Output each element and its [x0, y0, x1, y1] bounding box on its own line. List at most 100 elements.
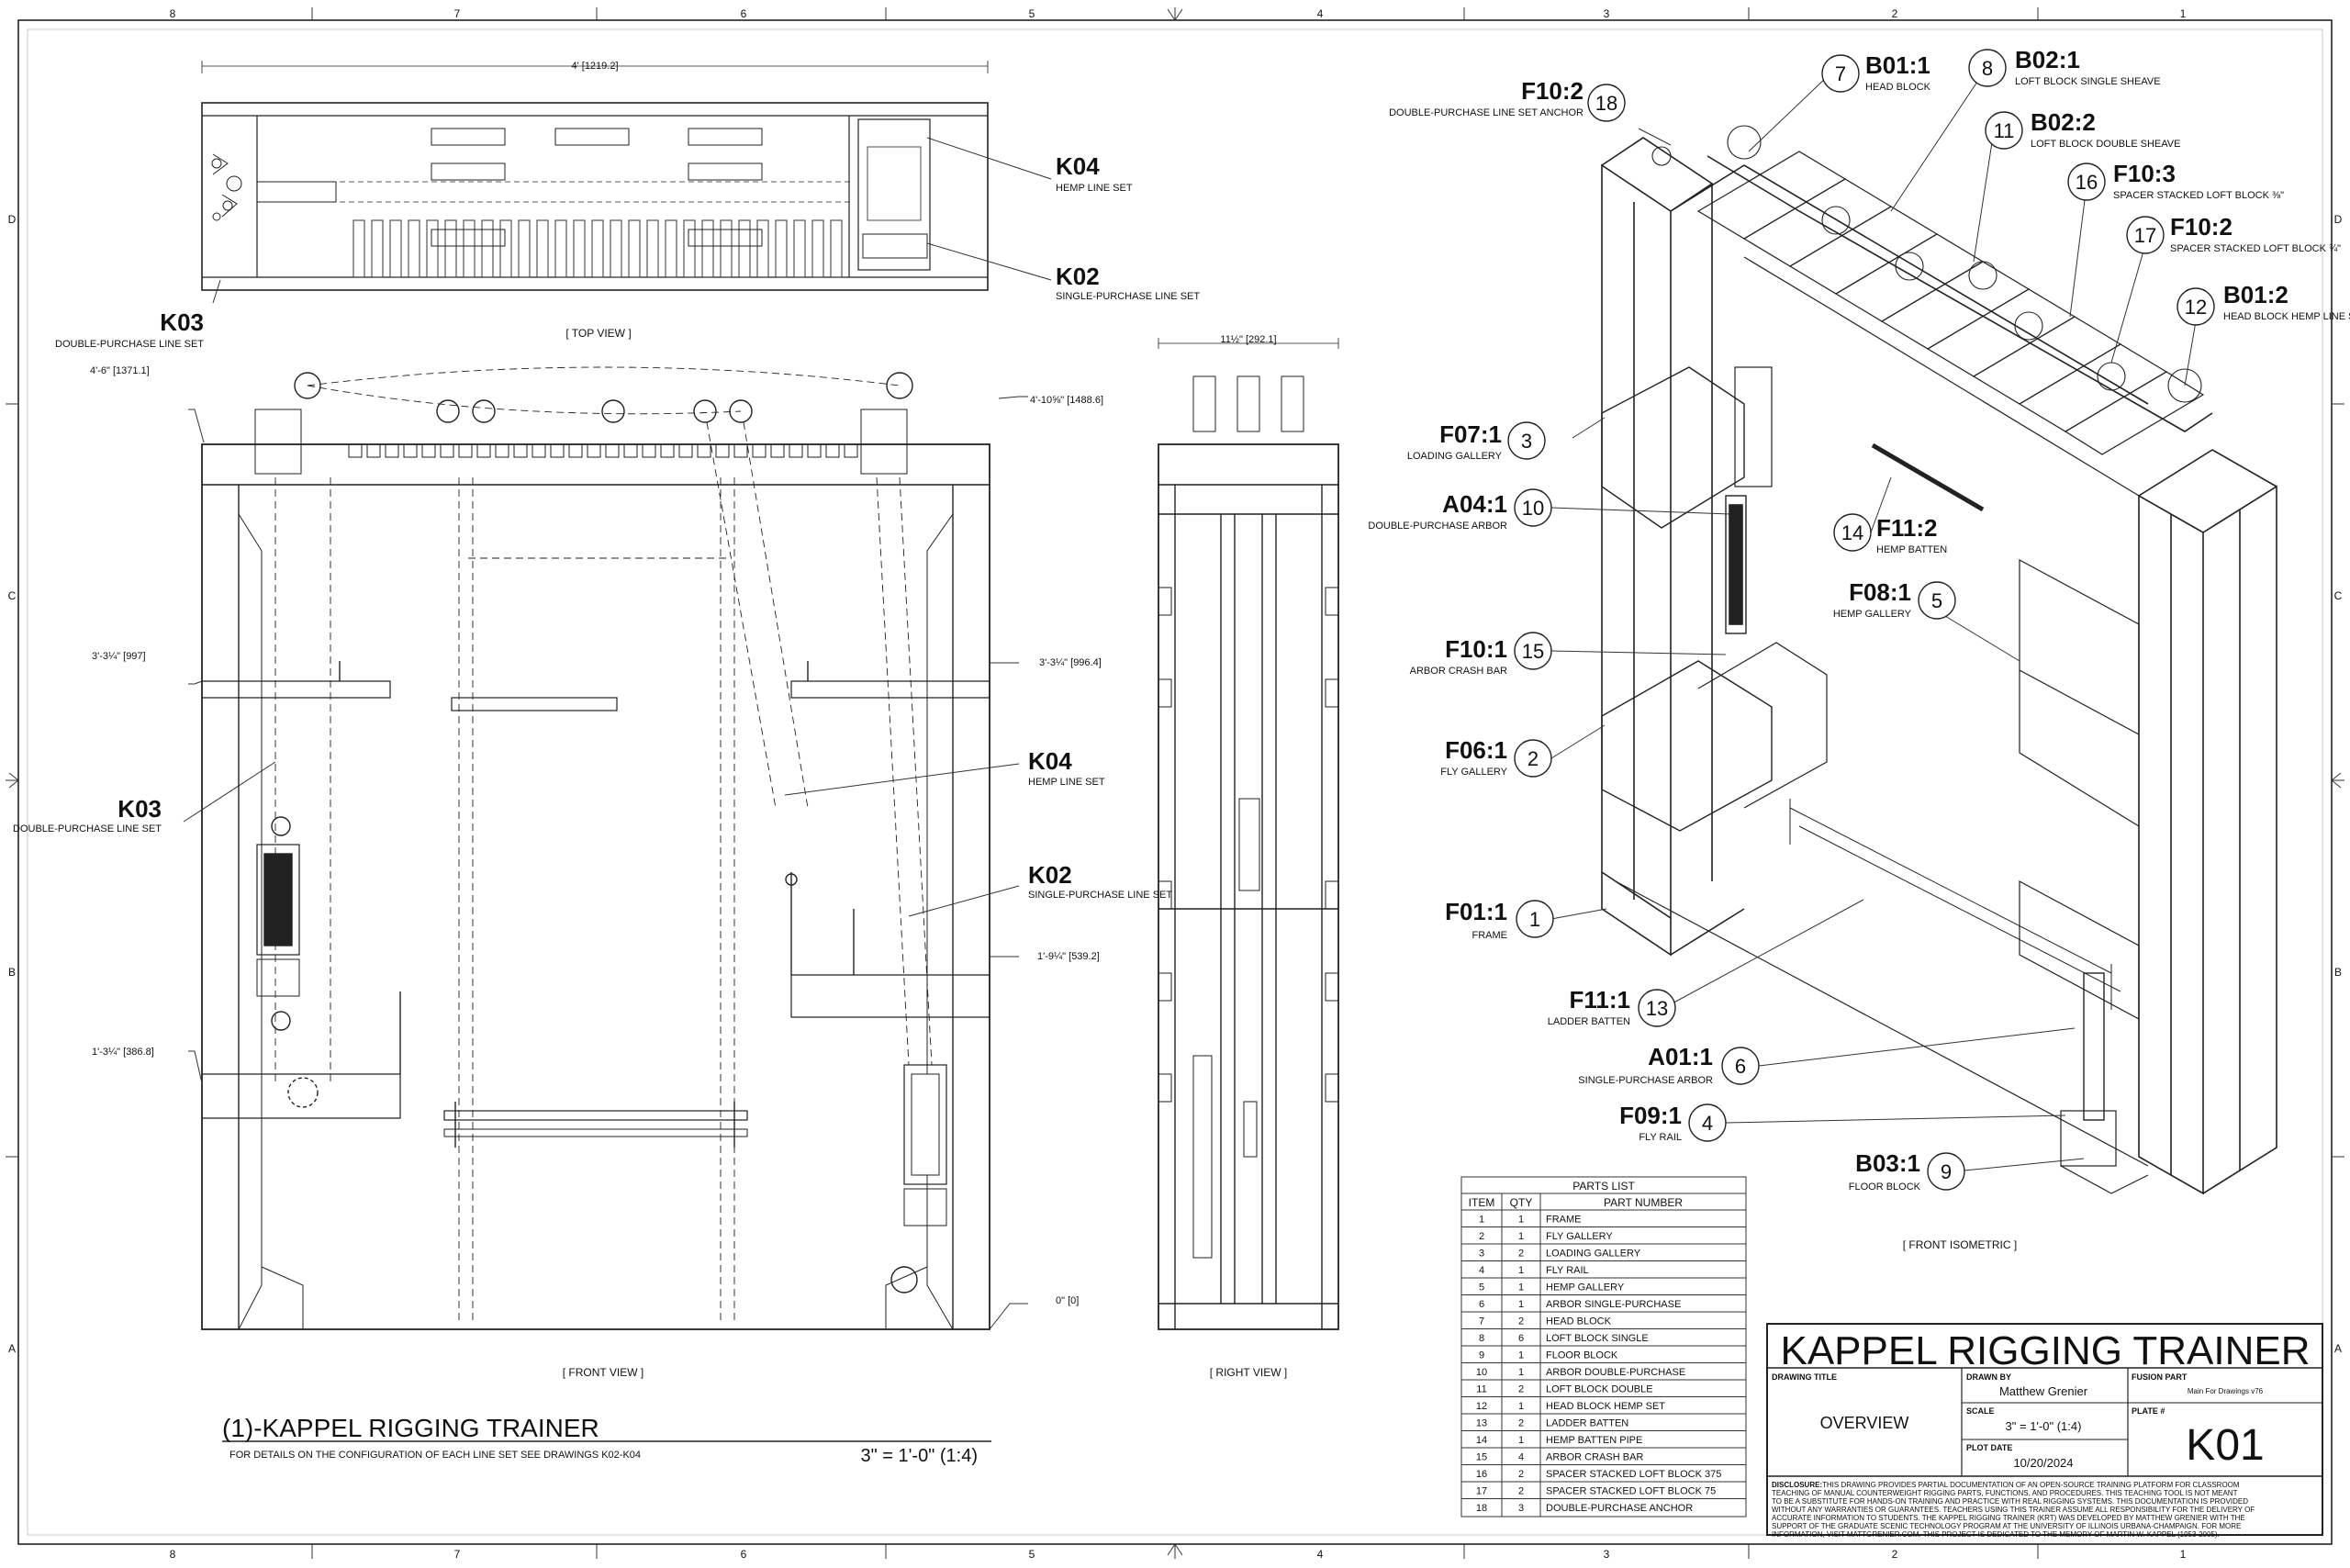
svg-text:11: 11	[1994, 119, 2015, 142]
parts-name: ARBOR SINGLE-PURCHASE	[1546, 1299, 1681, 1310]
svg-text:9: 9	[1941, 1160, 1952, 1183]
parts-list-text: PARTS LIST ITEM QTY PART NUMBER	[1469, 1180, 1684, 1209]
svg-text:B01:2: B01:2	[2223, 281, 2288, 308]
svg-text:DOUBLE-PURCHASE ARBOR: DOUBLE-PURCHASE ARBOR	[1368, 521, 1507, 532]
svg-text:SPACER STACKED LOFT BLOCK ⅜": SPACER STACKED LOFT BLOCK ⅜"	[2113, 190, 2284, 201]
svg-text:FLY GALLERY: FLY GALLERY	[1440, 767, 1507, 778]
top-view	[201, 61, 989, 291]
svg-text:F07:1: F07:1	[1439, 420, 1502, 448]
parts-name: LOFT BLOCK SINGLE	[1546, 1333, 1649, 1344]
parts-item-number: 7	[1479, 1316, 1484, 1327]
zone-col: 3	[1604, 7, 1610, 20]
scale-value: 3" = 1'-0" (1:4)	[2006, 1419, 2082, 1433]
parts-item-number: 2	[1479, 1231, 1484, 1242]
disclosure-line: TEACHING OF MANUAL COUNTERWEIGHT RIGGING…	[1772, 1489, 2238, 1497]
svg-text:B02:1: B02:1	[2015, 46, 2080, 73]
svg-text:B03:1: B03:1	[1855, 1149, 1920, 1177]
parts-name: HEMP GALLERY	[1546, 1282, 1625, 1294]
iso-callout: B03:1 FLOOR BLOCK 9	[1849, 1149, 1965, 1193]
title-block-text: KAPPEL RIGGING TRAINER DRAWING TITLE OVE…	[1772, 1328, 2311, 1539]
callout-code: K04	[1056, 152, 1100, 180]
iso-callouts: F10:2 DOUBLE-PURCHASE LINE SET ANCHOR 18…	[1368, 46, 2350, 1193]
front-view	[201, 366, 990, 1330]
disclosure-line: ACCURATE INFORMATION TO STUDENTS. THE KA…	[1772, 1514, 2245, 1522]
svg-text:A04:1: A04:1	[1442, 490, 1507, 518]
top-view-label: [ TOP VIEW ]	[565, 327, 631, 340]
parts-item-number: 4	[1479, 1265, 1484, 1276]
svg-text:7: 7	[1835, 62, 1846, 85]
front-isometric	[1601, 125, 2277, 1195]
zone-col: 6	[741, 1548, 747, 1561]
svg-text:F10:3: F10:3	[2113, 160, 2176, 187]
iso-callout: 17 F10:2 SPACER STACKED LOFT BLOCK ¾"	[2126, 213, 2341, 254]
iso-callout: 11 B02:2 LOFT BLOCK DOUBLE SHEAVE	[1985, 108, 2180, 150]
parts-name: LADDER BATTEN	[1546, 1418, 1628, 1429]
parts-item-number: 13	[1476, 1418, 1487, 1429]
zone-col: 2	[1892, 1548, 1898, 1561]
parts-name: SPACER STACKED LOFT BLOCK 75	[1546, 1486, 1716, 1497]
dim-top-width: 4' [1219.2]	[571, 61, 618, 72]
parts-list-header: ITEM	[1469, 1196, 1495, 1209]
drawing-title: (1)-KAPPEL RIGGING TRAINER FOR DETAILS O…	[222, 1414, 991, 1466]
parts-item-number: 17	[1476, 1486, 1487, 1497]
svg-text:ARBOR CRASH BAR: ARBOR CRASH BAR	[1410, 666, 1507, 677]
svg-text:HEAD BLOCK: HEAD BLOCK	[1865, 82, 1931, 93]
parts-item-number: 12	[1476, 1401, 1487, 1412]
svg-text:SINGLE-PURCHASE ARBOR: SINGLE-PURCHASE ARBOR	[1578, 1075, 1713, 1086]
svg-text:HEMP BATTEN: HEMP BATTEN	[1876, 544, 1947, 555]
dim-fly-rail: 1'-9¼" [539.2]	[1037, 951, 1100, 962]
parts-qty: 2	[1518, 1418, 1524, 1429]
svg-text:F08:1: F08:1	[1849, 578, 1911, 606]
front-iso-label: [ FRONT ISOMETRIC ]	[1903, 1238, 2017, 1251]
svg-text:12: 12	[2185, 296, 2207, 319]
zone-row: A	[8, 1342, 16, 1355]
drawing-title-text: (1)-KAPPEL RIGGING TRAINER	[222, 1414, 599, 1442]
callout-desc: HEMP LINE SET	[1056, 183, 1133, 194]
svg-text:FLY RAIL: FLY RAIL	[1639, 1132, 1682, 1143]
zone-row: D	[8, 213, 17, 226]
zone-col: 4	[1317, 1548, 1324, 1561]
parts-qty: 2	[1518, 1469, 1524, 1480]
dim-gallery-right: 3'-3¼" [996.4]	[1039, 657, 1102, 668]
disclosure-line: TO BE A SUBSTITUTE FOR HANDS-ON TRAINING…	[1772, 1497, 2248, 1506]
fusion-label: FUSION PART	[2132, 1372, 2188, 1382]
parts-name: ARBOR DOUBLE-PURCHASE	[1546, 1367, 1685, 1378]
view-labels: [ TOP VIEW ] [ FRONT VIEW ] [ RIGHT VIEW…	[563, 327, 2017, 1379]
parts-item-number: 18	[1476, 1503, 1487, 1514]
drawn-by-value: Matthew Grenier	[1999, 1384, 2088, 1398]
parts-name: LOADING GALLERY	[1546, 1249, 1641, 1260]
zone-col: 7	[454, 1548, 461, 1561]
parts-item-number: 1	[1479, 1215, 1484, 1226]
parts-qty: 2	[1518, 1384, 1524, 1395]
iso-callout: F07:1 LOADING GALLERY 3	[1407, 420, 1546, 462]
project-title: KAPPEL RIGGING TRAINER	[1780, 1328, 2310, 1373]
svg-text:LOFT BLOCK DOUBLE SHEAVE: LOFT BLOCK DOUBLE SHEAVE	[2031, 139, 2180, 150]
parts-list-header: PART NUMBER	[1604, 1196, 1683, 1209]
front-view-label: [ FRONT VIEW ]	[563, 1366, 643, 1379]
parts-item-number: 5	[1479, 1282, 1484, 1294]
parts-name: LOFT BLOCK DOUBLE	[1546, 1384, 1653, 1395]
zone-labels: 8 7 6 5 4 3 2 1 8 7 6 5 4 3 2 1 D C B A …	[8, 7, 2343, 1561]
svg-text:FRAME: FRAME	[1472, 930, 1508, 941]
plot-date-label: PLOT DATE	[1966, 1443, 2012, 1452]
dim-height-1: 4'-6" [1371.1]	[90, 365, 150, 376]
callout-desc: HEMP LINE SET	[1028, 777, 1105, 788]
zone-col: 5	[1029, 1548, 1035, 1561]
iso-callout: F08:1 HEMP GALLERY 5	[1833, 578, 1956, 620]
zone-row: B	[8, 966, 16, 979]
parts-qty: 1	[1518, 1231, 1524, 1242]
parts-qty: 1	[1518, 1215, 1524, 1226]
svg-text:LOADING GALLERY: LOADING GALLERY	[1407, 451, 1503, 462]
iso-callout: F01:1 FRAME 1	[1445, 898, 1554, 941]
scale-label: SCALE	[1966, 1406, 1995, 1416]
svg-text:F09:1: F09:1	[1619, 1102, 1682, 1129]
svg-text:B01:1: B01:1	[1865, 51, 1930, 79]
disclosure-line: SUPPORT OF THE GRADUATE SCENIC TECHNOLOG…	[1772, 1522, 2241, 1530]
disclosure-line: INFORMATION, VISIT MATTGRENIER.COM. THIS…	[1772, 1530, 2220, 1539]
iso-callout: 7 B01:1 HEAD BLOCK	[1821, 51, 1931, 93]
parts-qty: 1	[1518, 1299, 1524, 1310]
plate-label: PLATE #	[2132, 1406, 2165, 1416]
svg-text:LOFT BLOCK SINGLE SHEAVE: LOFT BLOCK SINGLE SHEAVE	[2015, 76, 2161, 87]
drawing-title-scale: 3" = 1'-0" (1:4)	[860, 1446, 978, 1466]
